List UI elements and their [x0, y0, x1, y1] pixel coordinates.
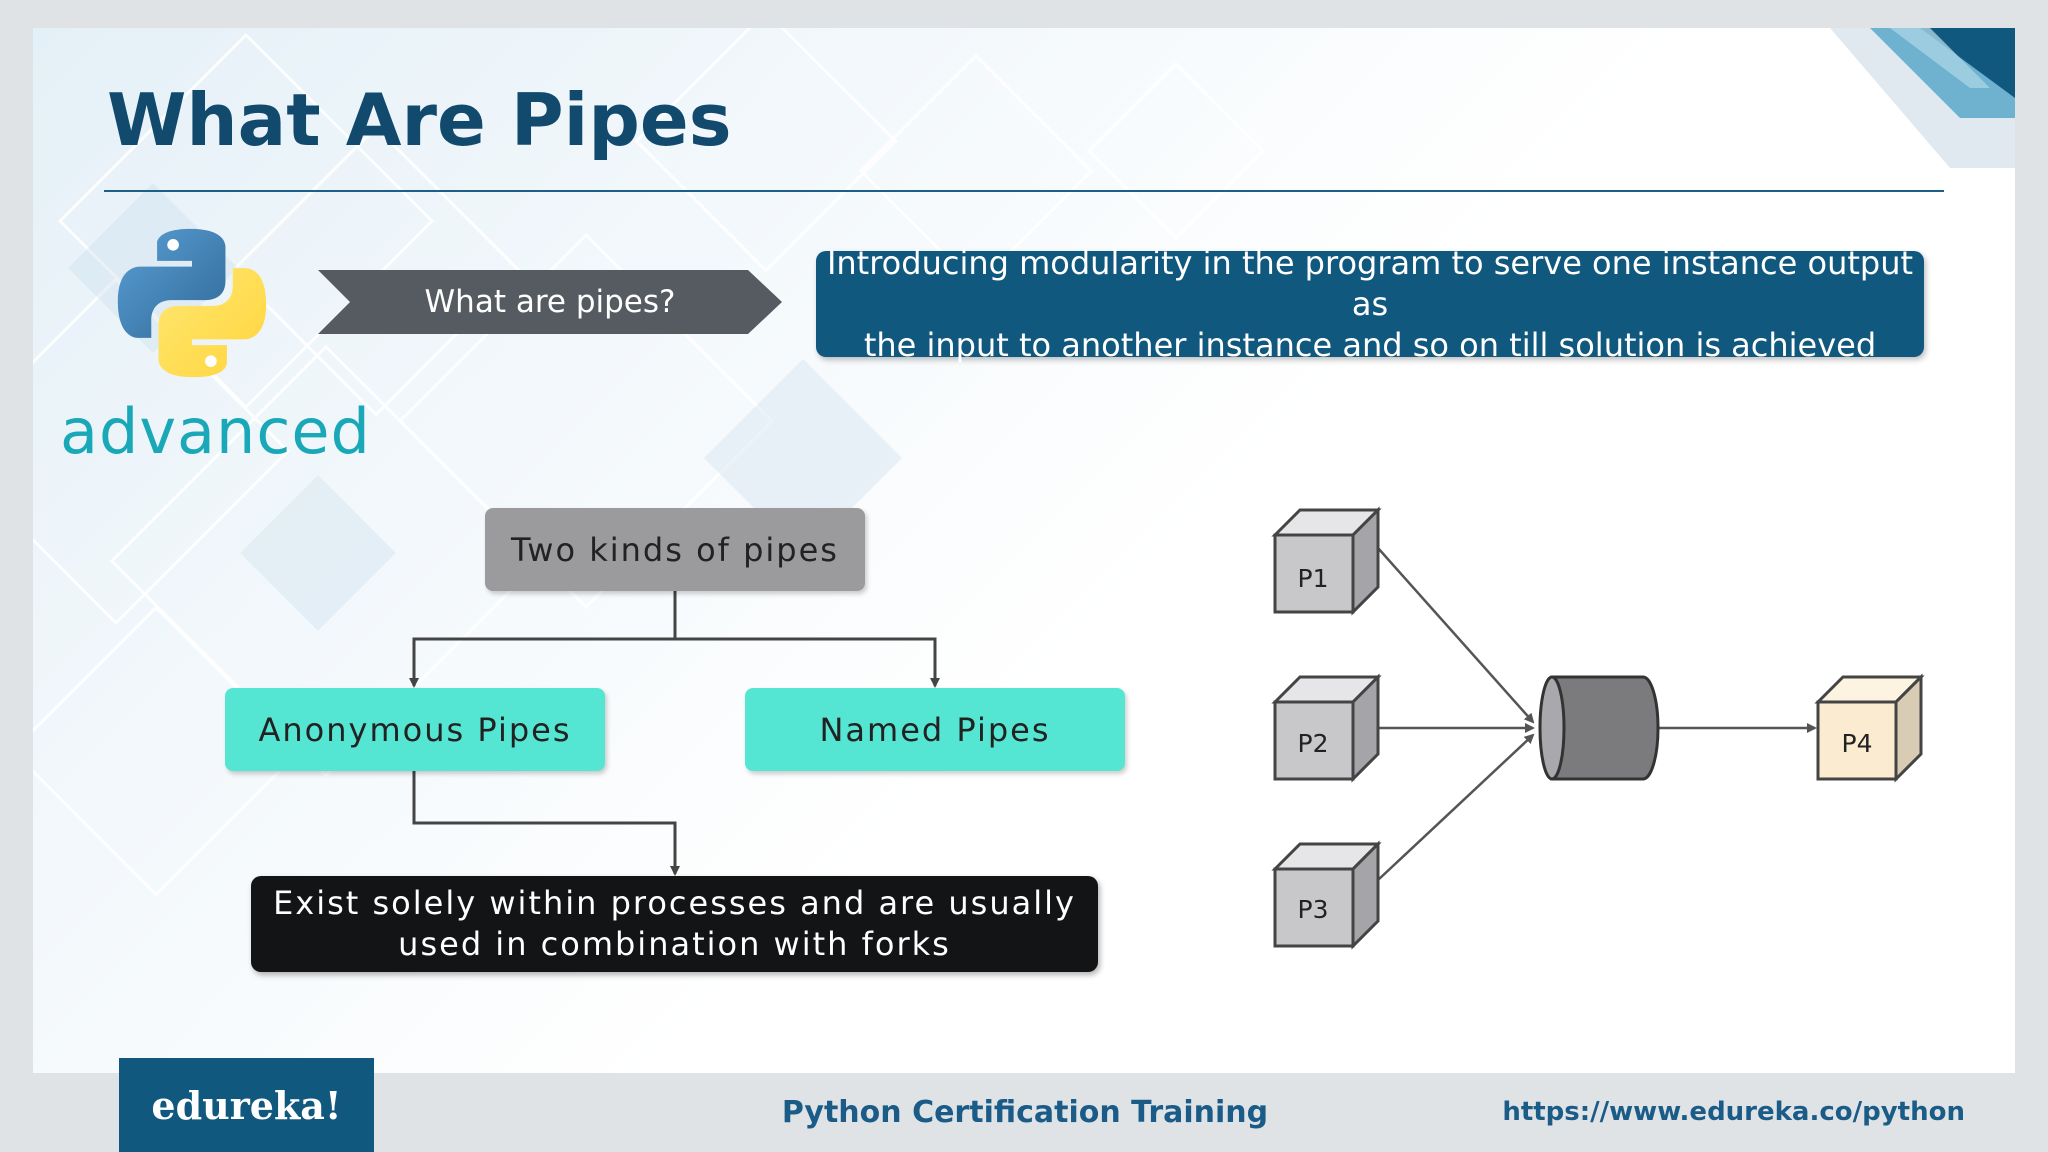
- process-cube-p1: P1: [1271, 506, 1382, 616]
- process-label-p2: P2: [1298, 729, 1329, 758]
- arrow-p3-to-pipe: [1377, 733, 1535, 881]
- corner-accent: [1830, 28, 2015, 168]
- connector-to-named: [675, 637, 940, 688]
- process-label-p1: P1: [1298, 564, 1329, 593]
- pipe-cylinder: [1538, 675, 1660, 781]
- description-line: Exist solely within processes and are us…: [273, 884, 1076, 922]
- advanced-logo-text: advanced: [60, 395, 371, 468]
- two-kinds-box: Two kinds of pipes: [485, 508, 865, 591]
- answer-line: Introducing modularity in the program to…: [826, 243, 1914, 323]
- course-title: Python Certification Training: [781, 1095, 1269, 1130]
- process-cube-p3: P3: [1271, 840, 1382, 950]
- process-cube-p2: P2: [1271, 673, 1382, 783]
- arrow-p1-to-pipe: [1377, 547, 1535, 724]
- named-pipes-box: Named Pipes: [745, 688, 1125, 771]
- connector-to-anonymous: [409, 591, 677, 688]
- python-logo-icon: [117, 228, 267, 378]
- description-line: used in combination with forks: [398, 925, 951, 963]
- course-url-link[interactable]: https://www.edureka.co/python: [1502, 1097, 1965, 1127]
- answer-line: the input to another instance and so on …: [863, 325, 1877, 364]
- connector-to-description: [412, 771, 680, 876]
- process-label-p4: P4: [1842, 729, 1873, 758]
- edureka-logo: edureka!: [119, 1058, 374, 1152]
- anonymous-pipes-box: Anonymous Pipes: [225, 688, 605, 771]
- answer-box: Introducing modularity in the program to…: [816, 244, 1924, 364]
- page-title: What Are Pipes: [107, 78, 732, 162]
- process-cube-p4: P4: [1814, 673, 1925, 783]
- title-divider: [104, 190, 1944, 192]
- anonymous-description-box: Exist solely within processes and are us…: [251, 876, 1098, 972]
- process-label-p3: P3: [1298, 895, 1329, 924]
- question-arrow-shape: [318, 270, 782, 334]
- question-label: What are pipes?: [424, 284, 676, 320]
